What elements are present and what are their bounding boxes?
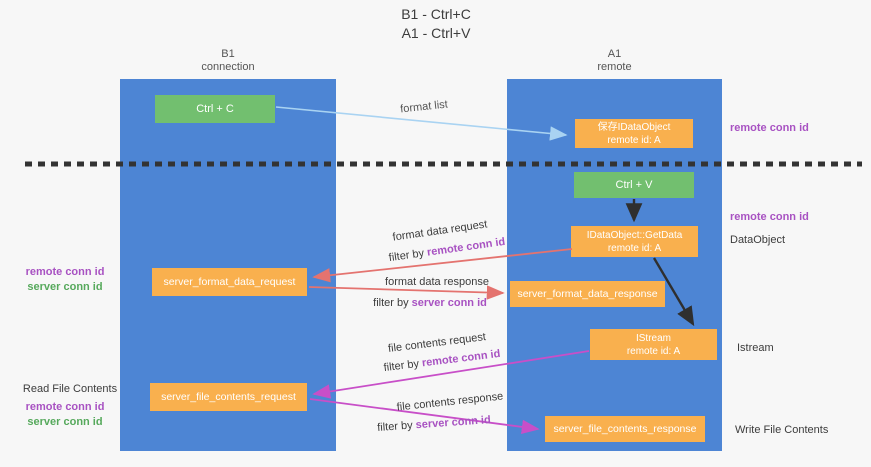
title-line-1: B1 - Ctrl+C — [401, 6, 471, 22]
node-istream-line1: IStream — [635, 332, 671, 344]
side-label-read-file-contents: Read File Contents — [22, 383, 118, 395]
server-format-data-response-label: server_format_data_response — [517, 288, 658, 300]
edge-label-format-data-response: format data response — [385, 276, 489, 288]
filter-by-text: filter by — [383, 357, 420, 375]
left-column-header: B1 connection — [120, 48, 336, 74]
node-save-dataobject-line1: 保存IDataObject — [597, 121, 671, 133]
left-column-name: B1 — [221, 48, 235, 60]
node-ctrl-v-label: Ctrl + V — [615, 179, 653, 191]
node-server-format-data-response: server_format_data_response — [510, 281, 665, 307]
node-save-dataobject-line2: remote id: A — [607, 134, 661, 146]
node-istream: IStream remote id: A — [590, 329, 717, 360]
server-conn-id-text: server conn id — [415, 414, 492, 432]
side-label-remote-conn-id-mid: remote conn id — [730, 211, 809, 223]
node-server-file-contents-response: server_file_contents_response — [545, 416, 705, 442]
server-conn-id-text: server conn id — [411, 297, 487, 309]
node-ctrl-v: Ctrl + V — [574, 172, 694, 198]
filter-by-text: filter by — [376, 419, 414, 434]
right-column-name: A1 — [607, 48, 622, 60]
edge-label-format-list: format list — [399, 98, 449, 116]
edge-label-file-contents-response: file contents response — [396, 390, 504, 414]
node-istream-line2: remote id: A — [626, 345, 681, 357]
side-label-group-file: remote conn id server conn id — [15, 400, 115, 430]
node-server-file-contents-request: server_file_contents_request — [150, 383, 307, 411]
side-label-dataobject: DataObject — [730, 234, 786, 246]
right-column-role: remote — [597, 61, 632, 73]
side-label-server-conn-id-left-2: server conn id — [27, 416, 103, 428]
node-getdata-line1: IDataObject::GetData — [586, 229, 683, 241]
side-label-group-format: remote conn id server conn id — [15, 265, 115, 295]
node-getdata-line2: remote id: A — [607, 242, 662, 254]
page-title: B1 - Ctrl+C A1 - Ctrl+V — [331, 5, 541, 43]
side-label-remote-conn-id-left-1: remote conn id — [25, 266, 105, 278]
node-server-format-data-request: server_format_data_request — [152, 268, 307, 296]
side-label-server-conn-id-left-1: server conn id — [27, 281, 103, 293]
title-line-2: A1 - Ctrl+V — [401, 25, 471, 41]
server-format-data-request-label: server_format_data_request — [163, 276, 296, 288]
server-file-contents-response-label: server_file_contents_response — [553, 423, 697, 435]
side-label-write-file-contents: Write File Contents — [735, 424, 829, 436]
filter-by-text: filter by — [373, 297, 409, 309]
side-label-remote-conn-id-top: remote conn id — [730, 122, 809, 134]
edge-label-filter-server-2: filter by server conn id — [377, 414, 491, 434]
remote-conn-id-text: remote conn id — [426, 235, 506, 259]
filter-by-text: filter by — [388, 247, 425, 265]
server-file-contents-request-label: server_file_contents_request — [161, 391, 296, 403]
edge-label-filter-server-1: filter by server conn id — [373, 297, 487, 309]
side-label-remote-conn-id-left-2: remote conn id — [25, 401, 105, 413]
node-save-dataobject: 保存IDataObject remote id: A — [575, 119, 693, 148]
remote-conn-id-text: remote conn id — [421, 347, 501, 370]
side-label-istream: Istream — [737, 342, 774, 354]
node-ctrl-c: Ctrl + C — [155, 95, 275, 123]
node-ctrl-c-label: Ctrl + C — [196, 103, 234, 115]
left-column-role: connection — [201, 61, 255, 73]
right-column-header: A1 remote — [507, 48, 722, 74]
node-idataobject-getdata: IDataObject::GetData remote id: A — [571, 226, 698, 257]
